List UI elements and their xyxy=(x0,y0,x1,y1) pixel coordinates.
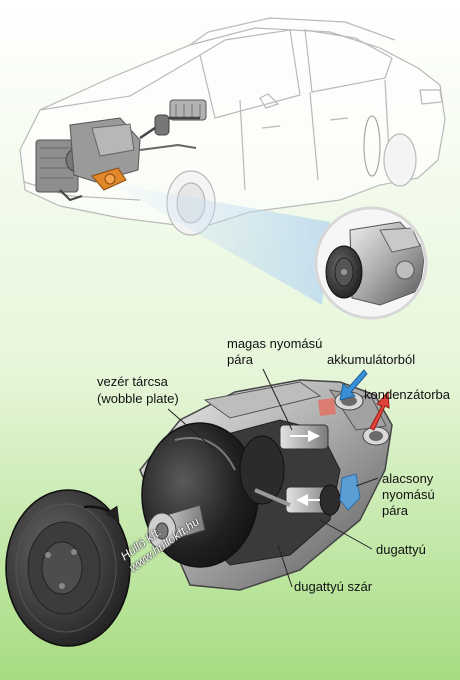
label-piston-rod: dugattyú szár xyxy=(294,579,373,594)
clutch-pulley xyxy=(5,489,131,647)
compressor-inset xyxy=(314,206,428,320)
compressor-cutaway xyxy=(139,379,393,591)
label-wobble-line1: vezér tárcsa xyxy=(97,374,168,389)
engine-components xyxy=(35,99,207,202)
label-high-pressure-line1: magas nyomású xyxy=(227,336,323,351)
label-low-pressure-line3: pára xyxy=(382,503,409,518)
label-low-pressure-line2: nyomású xyxy=(382,487,435,502)
outflow-arrow xyxy=(369,390,390,431)
inflow-arrow xyxy=(339,369,368,401)
label-low-pressure-line1: alacsony xyxy=(382,471,434,486)
flow-arrows xyxy=(339,369,390,431)
zoom-beam xyxy=(110,183,330,305)
label-high-pressure-line2: pára xyxy=(227,352,254,367)
leader-lines xyxy=(167,368,379,588)
label-from-accumulator: akkumulátorból xyxy=(327,352,416,367)
label-wobble-line2: (wobble plate) xyxy=(97,391,179,406)
label-piston: dugattyú xyxy=(376,542,426,557)
label-to-condenser: kondenzátorba xyxy=(364,387,451,402)
